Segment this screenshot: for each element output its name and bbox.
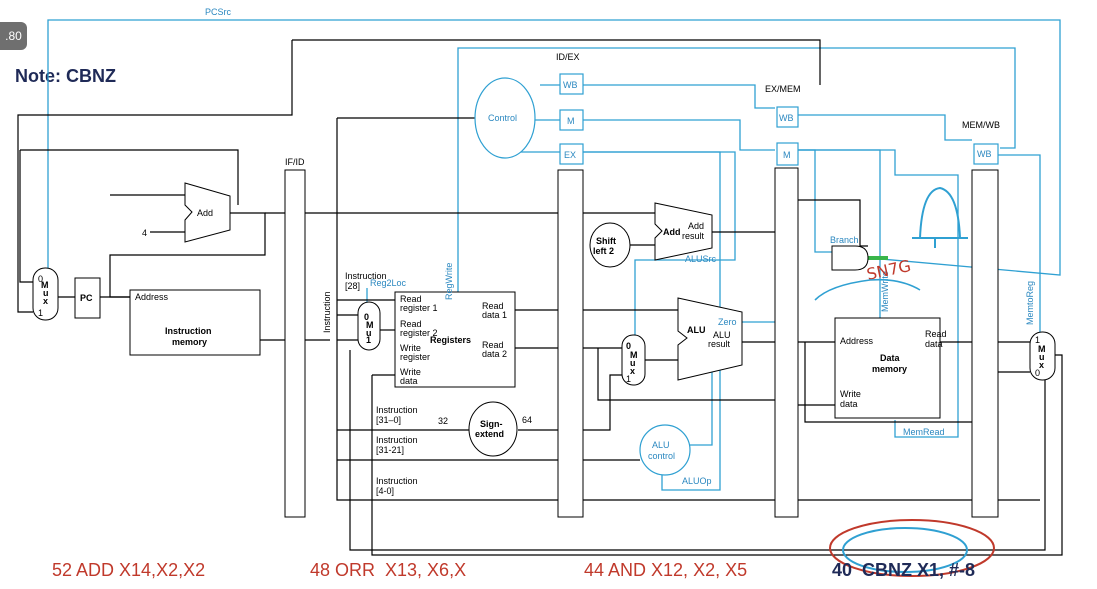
dm-write-1: Write [840, 389, 861, 399]
pc-mux-1: 1 [38, 308, 43, 318]
memwrite-line [798, 150, 880, 318]
reg2loc-mux-1: 1 [366, 335, 371, 345]
instr28-label-1: Instruction [345, 271, 387, 281]
alu-control [640, 425, 690, 475]
write-reg-2: register [400, 352, 430, 362]
memread-label: MemRead [903, 427, 945, 437]
instr310-2: [31–0] [376, 415, 401, 425]
instruction-stage-52: 52 ADD X14,X2,X2 [52, 560, 205, 581]
idex-register [558, 170, 583, 517]
read-data2-2: data 2 [482, 349, 507, 359]
alu-control-label-1: ALU [652, 440, 670, 450]
im-address-label: Address [135, 292, 169, 302]
exmem-register [775, 168, 798, 517]
wb-pass-1 [583, 85, 775, 108]
ifid-register [285, 170, 305, 517]
instruction-stage-44: 44 AND X12, X2, X5 [584, 560, 747, 581]
exmem-m-label: M [783, 150, 791, 160]
read-reg1-2: register 1 [400, 303, 438, 313]
branch-and-gate [832, 246, 868, 270]
branch-line [798, 150, 832, 252]
memwb-register [972, 170, 998, 517]
branch-label: Branch [830, 235, 859, 245]
pc-adder-label: Add [197, 208, 213, 218]
dm-read-1: Read [925, 329, 947, 339]
control-label: Control [488, 113, 517, 123]
read-data1-2: data 1 [482, 310, 507, 320]
idex-ex-label: EX [564, 150, 576, 160]
registers-label: Registers [430, 335, 471, 345]
alu-control-label-2: control [648, 451, 675, 461]
shift-label-2: left 2 [593, 246, 614, 256]
exmem-wb-label: WB [779, 113, 794, 123]
m-pass-1 [583, 120, 775, 150]
wb-pass-2 [798, 115, 972, 140]
zero-label: Zero [718, 317, 737, 327]
memtoreg-mux-0: 0 [1035, 368, 1040, 378]
memwb-label: MEM/WB [962, 120, 1000, 130]
bits32-label: 32 [438, 416, 448, 426]
dm-read-2: data [925, 339, 943, 349]
add-result-1: Add [688, 221, 704, 231]
im-label-1: Instruction [165, 326, 212, 336]
instr40-2: [4-0] [376, 486, 394, 496]
instr3121-2: [31-21] [376, 445, 404, 455]
shift-label-1: Shift [596, 236, 616, 246]
dm-write-2: data [840, 399, 858, 409]
alusrc-label: ALUSrc [685, 254, 717, 264]
regwrite-line [458, 48, 1015, 305]
instr3121-1: Instruction [376, 435, 418, 445]
pc-mux-0: 0 [38, 274, 43, 284]
instruction-bus-label: Instruction [322, 291, 332, 333]
add-result-2: result [682, 231, 705, 241]
branch-adder-label: Add [663, 227, 681, 237]
idex-label: ID/EX [556, 52, 580, 62]
pc-mux-x: x [43, 296, 48, 306]
handwritten-stroke [815, 280, 920, 300]
ifid-label: IF/ID [285, 157, 305, 167]
instr28-label-2: [28] [345, 281, 360, 291]
alusrc-mux-1: 1 [626, 374, 631, 384]
memwb-wb-label: WB [977, 149, 992, 159]
aluop-label: ALUOp [682, 476, 712, 486]
alu-label: ALU [687, 325, 706, 335]
instr310-1: Instruction [376, 405, 418, 415]
signext-1: Sign- [480, 419, 503, 429]
instruction-stage-40: 40 CBNZ X1, #-8 [832, 560, 975, 581]
instr40-1: Instruction [376, 476, 418, 486]
bits64-label: 64 [522, 415, 532, 425]
signext-2: extend [475, 429, 504, 439]
idex-wb-label: WB [563, 80, 578, 90]
handwritten-and-gate [912, 188, 968, 248]
pc-label: PC [80, 293, 93, 303]
regwrite-label: RegWrite [444, 263, 454, 300]
write-data-2: data [400, 376, 418, 386]
constant-four: 4 [142, 228, 147, 238]
exmem-label: EX/MEM [765, 84, 801, 94]
pcsrc-label: PCSrc [205, 7, 232, 17]
dm-address: Address [840, 336, 874, 346]
alu-result-2: result [708, 339, 731, 349]
dm-label-1: Data [880, 353, 901, 363]
instruction-stage-48: 48 ORR X13, X6,X [310, 560, 466, 581]
dm-label-2: memory [872, 364, 907, 374]
idex-m-label: M [567, 116, 575, 126]
im-label-2: memory [172, 337, 207, 347]
memtoreg-label: MemtoReg [1025, 281, 1035, 325]
